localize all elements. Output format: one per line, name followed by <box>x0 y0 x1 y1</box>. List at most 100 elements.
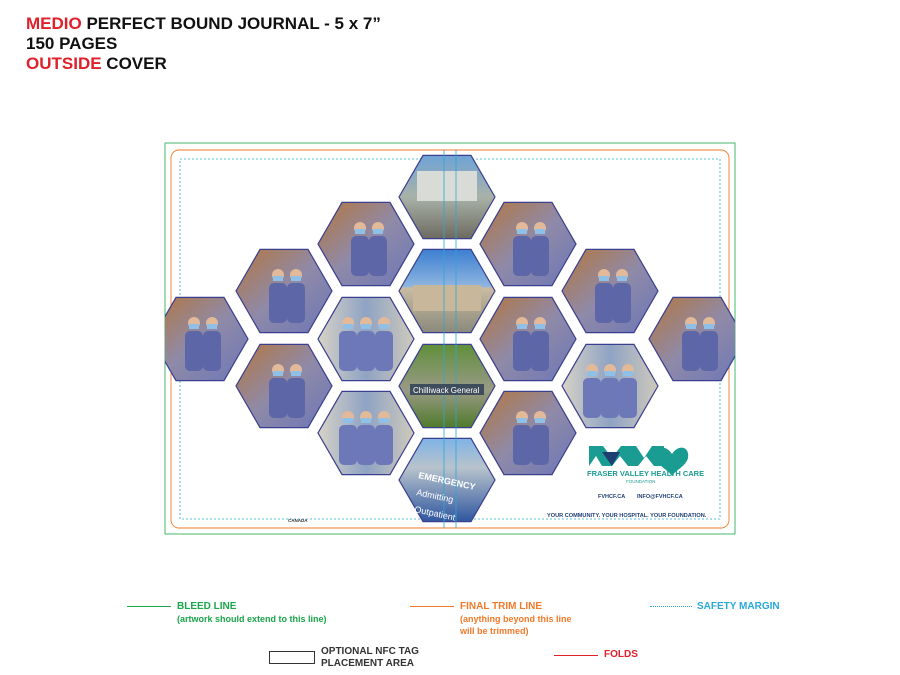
person-body <box>357 425 375 465</box>
legend-bleed-swatch <box>127 606 171 607</box>
building-shape <box>413 285 481 311</box>
legend-safety-swatch <box>650 606 692 607</box>
building-shape <box>417 171 477 201</box>
hex-photo-staff-edge-left <box>165 296 249 382</box>
legend-trim-swatch <box>410 606 454 607</box>
hex-photo-staff-right-1 <box>479 201 577 287</box>
person-mask <box>517 324 527 329</box>
legend-folds: FOLDS <box>604 649 638 661</box>
person-mask <box>517 418 527 423</box>
person-body <box>203 331 221 371</box>
logo-chevron <box>602 452 620 466</box>
legend-trim-title: FINAL TRIM LINE <box>460 601 543 612</box>
foundation-name: FRASER VALLEY HEALTH CARE <box>587 469 704 478</box>
person-mask <box>379 324 389 329</box>
hex-photo-staff-group-2 <box>561 343 659 429</box>
hex-photo-staff-left-2 <box>235 248 333 334</box>
person-body <box>700 331 718 371</box>
person-body <box>287 283 305 323</box>
hex-photo-staff-group-1 <box>317 296 415 382</box>
person-mask <box>361 324 371 329</box>
hex-photo-staff-right-4 <box>479 390 577 476</box>
person-mask <box>189 324 199 329</box>
legend-nfc: OPTIONAL NFC TAG PLACEMENT AREA <box>321 646 419 670</box>
spec-title: MEDIO PERFECT BOUND JOURNAL - 5 x 7” 150… <box>26 14 381 74</box>
foundation-logo <box>589 446 689 476</box>
legend-trim: FINAL TRIM LINE (anything beyond this li… <box>460 601 572 637</box>
person-body <box>595 283 613 323</box>
title-line-2: 150 PAGES <box>26 34 118 53</box>
person-mask <box>617 276 627 281</box>
person-body <box>513 425 531 465</box>
legend-folds-swatch <box>554 655 598 656</box>
title-rest-1: PERFECT BOUND JOURNAL - 5 x 7” <box>81 14 381 33</box>
hex-photo-staff-group-3 <box>317 390 415 476</box>
title-highlight-outside: OUTSIDE <box>26 54 102 73</box>
person-mask <box>599 276 609 281</box>
foundation-tagline: YOUR COMMUNITY. YOUR HOSPITAL. YOUR FOUN… <box>547 513 707 519</box>
person-body <box>583 378 601 418</box>
legend-safety: SAFETY MARGIN <box>697 601 780 613</box>
foundation-sub: FOUNDATION <box>626 479 655 484</box>
person-body <box>339 331 357 371</box>
person-mask <box>291 371 301 376</box>
legend-trim-note-1: (anything beyond this line <box>460 614 572 624</box>
canada-label: CANADA <box>288 518 308 523</box>
building-sign-text: Chilliwack General <box>413 386 479 395</box>
legend-bleed: BLEED LINE (artwork should extend to thi… <box>177 601 327 625</box>
person-body <box>357 331 375 371</box>
foundation-email: INFO@FVHCF.CA <box>637 494 683 500</box>
person-mask <box>361 418 371 423</box>
logo-heart-icon <box>655 447 689 476</box>
person-body <box>513 236 531 276</box>
person-body <box>682 331 700 371</box>
person-mask <box>535 418 545 423</box>
person-mask <box>535 229 545 234</box>
person-mask <box>704 324 714 329</box>
person-body <box>619 378 637 418</box>
person-mask <box>517 229 527 234</box>
legend-bleed-note: (artwork should extend to this line) <box>177 614 327 624</box>
person-body <box>375 425 393 465</box>
hex-photo-hospital-aerial <box>398 154 496 240</box>
hex-photo-hospital-building <box>398 248 496 334</box>
person-body <box>531 331 549 371</box>
hex-photo-staff-right-3 <box>479 296 577 382</box>
title-line-3: OUTSIDE COVER <box>26 54 381 74</box>
person-mask <box>686 324 696 329</box>
person-mask <box>355 229 365 234</box>
hex-photo-emergency-sign <box>398 437 496 523</box>
person-body <box>531 425 549 465</box>
person-body <box>351 236 369 276</box>
title-highlight-medio: MEDIO <box>26 14 82 33</box>
person-body <box>339 425 357 465</box>
logo-mountains <box>589 446 664 466</box>
person-mask <box>343 324 353 329</box>
person-body <box>185 331 203 371</box>
person-mask <box>291 276 301 281</box>
person-mask <box>273 276 283 281</box>
person-mask <box>207 324 217 329</box>
hex-photo-staff-left-3 <box>235 343 333 429</box>
person-body <box>601 378 619 418</box>
building-sign-panel <box>410 384 484 395</box>
person-body <box>531 236 549 276</box>
hex-photo-staff-edge-right <box>648 296 735 382</box>
person-mask <box>535 324 545 329</box>
person-mask <box>273 371 283 376</box>
person-mask <box>623 371 633 376</box>
photo-hexagon-grid <box>165 154 735 523</box>
legend-nfc-title-1: OPTIONAL NFC TAG <box>321 646 419 657</box>
person-body <box>513 331 531 371</box>
person-body <box>269 378 287 418</box>
person-body <box>269 283 287 323</box>
hex-photo-staff-left-1 <box>317 201 415 287</box>
person-mask <box>379 418 389 423</box>
person-mask <box>605 371 615 376</box>
legend-safety-title: SAFETY MARGIN <box>697 601 780 612</box>
person-mask <box>343 418 353 423</box>
person-body <box>613 283 631 323</box>
person-mask <box>373 229 383 234</box>
hex-photo-staff-right-2 <box>561 248 659 334</box>
cover-artwork: EMERGENCY Admitting Outpatient Chilliwac… <box>164 142 736 535</box>
